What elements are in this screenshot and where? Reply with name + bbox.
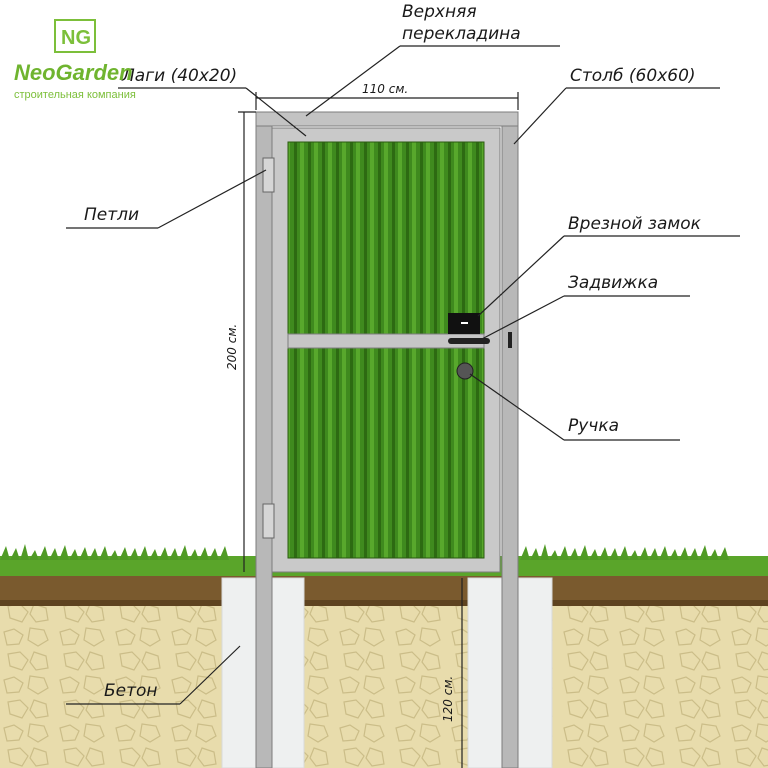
gate <box>262 127 512 573</box>
label-top-crossbar-1: Верхняя <box>402 2 477 22</box>
width-dimension: 110 см. <box>362 82 408 96</box>
label-mortise-lock: Врезной замок <box>568 214 702 234</box>
label-post: Столб (60x60) <box>570 66 696 86</box>
top-crossbar <box>255 111 519 127</box>
logo-name: NeoGarden <box>14 60 133 85</box>
hinge-bottom <box>262 503 275 539</box>
label-concrete: Бетон <box>104 681 158 701</box>
dimensions: 110 см. 200 см. 120 см. <box>225 82 519 768</box>
post-right <box>501 111 519 768</box>
posts <box>255 111 519 768</box>
panel-lower <box>287 347 485 559</box>
callouts: Верхняя перекладина Лаги (40x20) Столб (… <box>66 2 740 705</box>
company-logo: NG NeoGarden строительная компания <box>14 19 136 101</box>
label-top-crossbar-2: перекладина <box>402 24 521 44</box>
label-hinges: Петли <box>84 205 139 225</box>
sand-layer <box>0 604 768 768</box>
logo-mark-box <box>54 19 96 53</box>
label-handle: Ручка <box>568 416 619 436</box>
label-lags: Лаги (40x20) <box>121 66 237 86</box>
hinge-top <box>262 157 275 193</box>
logo-subtitle: строительная компания <box>14 89 136 101</box>
ground <box>0 544 768 768</box>
handle <box>456 362 474 380</box>
label-latch: Задвижка <box>568 273 658 293</box>
logo-mark: NG <box>61 27 91 49</box>
latch-slot <box>508 332 512 348</box>
latch <box>448 338 490 344</box>
panel-upper <box>287 141 485 335</box>
soil-highlight <box>0 600 768 606</box>
post-left <box>255 111 273 768</box>
depth-dimension: 120 см. <box>441 676 455 722</box>
height-dimension: 200 см. <box>225 324 239 370</box>
